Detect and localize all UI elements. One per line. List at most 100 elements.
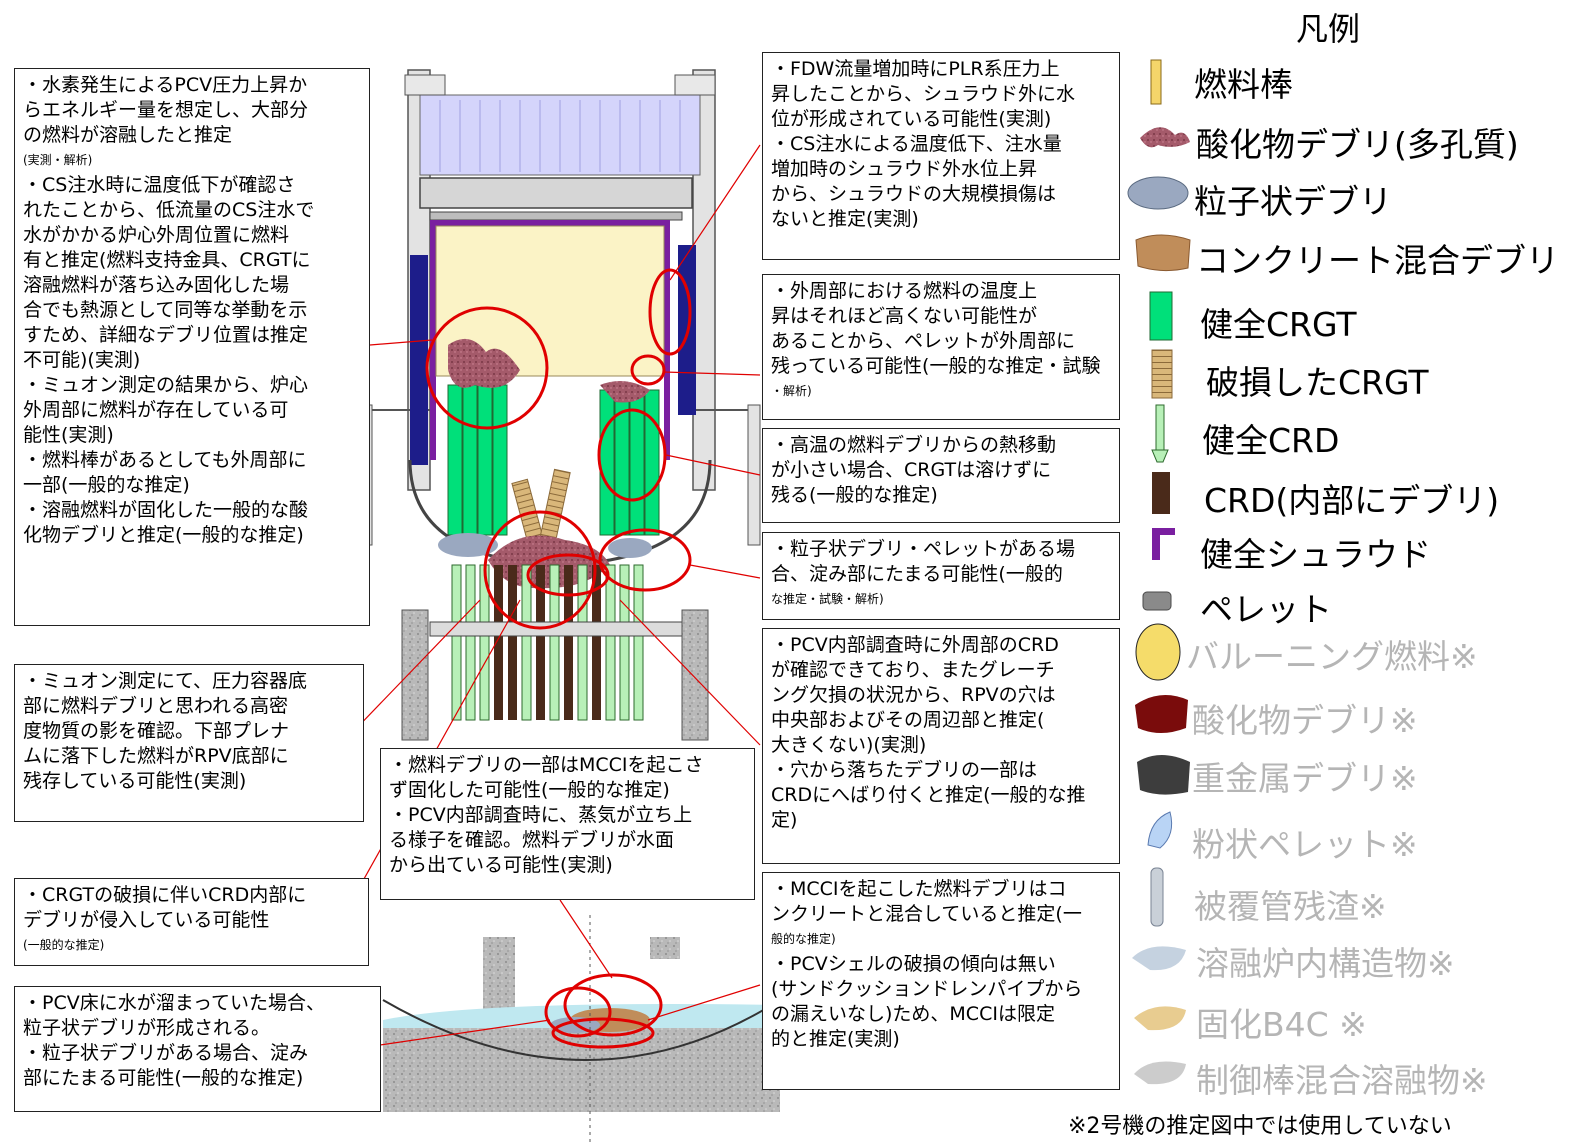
note-line: ず固化した可能性(一般的な推定) [389,779,670,801]
pellet-icon [1142,591,1172,611]
particulate-debris-lower [438,533,498,557]
note-mcci-concrete: ・MCCIを起こした燃料デブリはコンクリートと混合していると推定(一般的な推定)… [762,872,1120,1090]
note-line: が小さい場合、CRGTは溶けずに [771,459,1052,481]
note-line: CRDにへばり付くと推定(一般的な推 [771,784,1086,806]
legend-label: 粉状ペレット※ [1192,825,1418,864]
note-crd-debris-intrusion: ・CRGTの破損に伴いCRD内部にデブリが侵入している可能性(一般的な推定) [14,878,369,966]
note-line: ・溶融燃料が固化した一般的な酸 [23,499,309,521]
note-line: ・PCV床に水が溜まっていた場合、 [23,992,326,1014]
note-line: 有と推定(燃料支持金具、CRGTに [23,249,311,271]
intact-shroud-icon [1152,528,1175,560]
intact-crgt-icon [1149,291,1173,341]
note-line: ・穴から落ちたデブリの一部は [771,759,1038,781]
note-line: ・外周部における燃料の温度上 [771,280,1038,302]
note-line: デブリが侵入している可能性 [23,909,270,931]
top-guide [419,177,693,209]
note-line: ・粒子状デブリがある場合、淀み [23,1042,309,1064]
legend-label: 健全CRD [1202,421,1340,460]
note-line: ・CS注水時に温度低下が確認さ [23,174,296,196]
legend-label: 燃料棒 [1194,65,1293,104]
note-line: ・CRGTの破損に伴いCRD内部に [23,884,307,906]
crgt-left-group [447,384,508,536]
note-line: 定) [771,809,798,831]
legend-footnote: ※2号機の推定図中では使用していない [1068,1114,1452,1139]
note-line: 部に燃料デブリと思われる高密 [23,695,289,717]
solidified-b4c-icon [1134,1006,1186,1031]
note-line: ・MCCIを起こした燃料デブリはコ [771,878,1067,900]
note-line: 中央部およびその周辺部と推定( [771,709,1045,731]
note-line: ンクリートと混合していると推定(一 [771,903,1082,925]
control-rod-melt-icon [1134,1061,1186,1085]
note-pellet-outer-region: ・外周部における燃料の温度上昇はそれほど高くない可能性があることから、ペレットが… [762,274,1120,420]
note-line: ・燃料デブリの一部はMCCIを起こさ [389,754,704,776]
legend-label: 重金属デブリ※ [1192,759,1418,798]
note-line: 昇はそれほど高くない可能性が [771,305,1038,327]
legend-label: 被覆管残渣※ [1194,887,1387,926]
note-line: ムに落下した燃料がRPV底部に [23,745,289,767]
note-line: 大きくない)(実測) [771,734,927,756]
callout-circles [425,268,692,1049]
pedestal-right [681,609,709,741]
concrete-mixed-debris-icon [1135,234,1191,272]
pedestal-grating [429,621,701,637]
legend-label: ペレット [1200,590,1332,629]
note-line: 外周部に燃料が存在している可 [23,399,289,421]
cladding-residue-icon [1150,867,1164,927]
note-line: 粒子状デブリが形成される。 [23,1017,271,1039]
powder-pellet-icon [1147,811,1173,849]
note-line: ・ミュオン測定の結果から、炉心 [23,374,309,396]
note-mcci-steam: ・燃料デブリの一部はMCCIを起こさず固化した可能性(一般的な推定)・PCV内部… [380,748,755,900]
note-line: 不可能)(実測) [23,349,141,371]
note-line: 残る(一般的な推定) [771,484,938,506]
note-line: (実測・解析) [23,153,93,167]
note-line: 合でも熱源として同等な挙動を示 [23,299,308,321]
pcv-floor [382,915,781,1144]
intact-crd-icon [1151,404,1169,463]
note-line: 能性(実測) [23,424,114,446]
legend-label: 破損したCRGT [1206,363,1429,402]
note-line: 度物質の影を確認。下部プレナ [23,720,290,742]
note-shroud-water-level: ・FDW流量増加時にPLR系圧力上昇したことから、シュラウド外に水位が形成されて… [762,52,1120,260]
note-crgt-remains: ・高温の燃料デブリからの熱移動が小さい場合、CRGTは溶けずに残る(一般的な推定… [762,428,1120,523]
note-line: 増加時のシュラウド外水位上昇 [771,158,1038,180]
legend-icons [1127,59,1191,1085]
note-line: 昇したことから、シュラウド外に水 [771,83,1076,105]
rpv-head [404,74,716,176]
particulate-debris-icon [1127,176,1189,210]
legend-title: 凡例 [1296,10,1361,48]
note-line: ・PCVシェルの破損の傾向は無い [771,953,1056,975]
legend-label: CRD(内部にデブリ) [1204,481,1500,520]
crd-housings [451,564,644,721]
note-line: ・高温の燃料デブリからの熱移動 [771,434,1057,456]
note-line: 残存している可能性(実測) [23,770,247,792]
note-line: の燃料が溶融したと推定 [23,124,233,146]
legend-label: 酸化物デブリ※ [1192,701,1418,740]
note-line: る様子を確認。燃料デブリが水面 [389,829,675,851]
note-pcv-pressure-core: ・水素発生によるPCV圧力上昇からエネルギー量を想定し、大部分の燃料が溶融したと… [14,68,370,626]
note-line: 溶融燃料が落ち込み固化した場 [23,274,290,296]
note-line: な推定・試験・解析) [771,592,884,606]
heavy-metal-debris-icon [1137,755,1190,795]
note-line: すため、詳細なデブリ位置は推定 [23,324,309,346]
note-line: ・燃料棒があるとしても外周部に [23,449,307,471]
core-debris [448,338,520,388]
lower-plenum-debris [488,535,610,589]
legend-label: 固化B4C ※ [1196,1005,1367,1044]
note-line: あることから、ペレットが外周部に [771,330,1076,352]
molten-internals-icon [1132,946,1186,971]
note-line: から出ている可能性(実測) [389,854,613,876]
note-line: 位が形成されている可能性(実測) [771,108,1052,130]
legend-label: 制御棒混合溶融物※ [1196,1061,1488,1100]
note-line: 的と推定(実測) [771,1028,900,1050]
legend-label: 健全CRGT [1200,305,1357,344]
note-line: ング欠損の状況から、RPVの穴は [771,684,1056,706]
note-line: ・解析) [771,384,812,398]
pedestal-left [401,609,429,741]
note-muon-lower-plenum: ・ミュオン測定にて、圧力容器底部に燃料デブリと思われる高密度物質の影を確認。下部… [14,664,364,822]
note-line: ・CS注水による温度低下、注水量 [771,133,1062,155]
legend-label: 健全シュラウド [1200,535,1431,574]
legend-label: 粒子状デブリ [1194,182,1392,221]
note-line: らエネルギー量を想定し、大部分 [23,99,309,121]
note-line: 合、淀み部にたまる可能性(一般的 [771,563,1063,585]
